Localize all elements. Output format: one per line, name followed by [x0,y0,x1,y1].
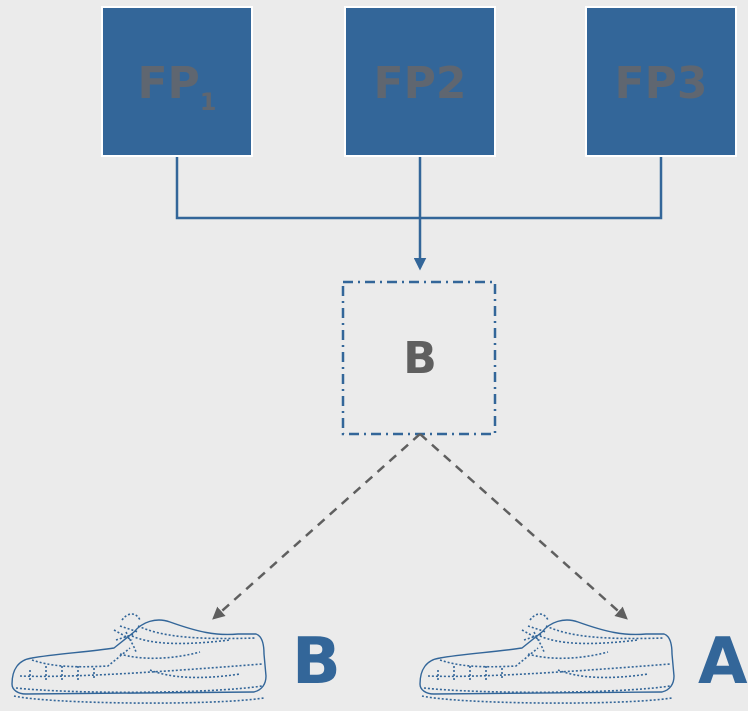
left-target-label: B [292,625,341,699]
fp3-label: FP3 [615,58,708,109]
fp1-label: FP1 [137,58,216,116]
center-box: B [341,280,497,436]
right-target-label: A [698,625,748,699]
merge-connector [175,157,663,271]
fp1-box: FP1 [101,6,253,157]
shoe-icon [419,613,675,704]
fp2-label: FP2 [374,58,467,109]
fp3-box: FP3 [585,6,737,157]
fp2-box: FP2 [344,6,496,157]
shoe-icon [11,613,267,704]
arrow-to-right-target [419,433,628,620]
center-label: B [403,333,437,384]
arrow-to-left-target [212,433,421,620]
